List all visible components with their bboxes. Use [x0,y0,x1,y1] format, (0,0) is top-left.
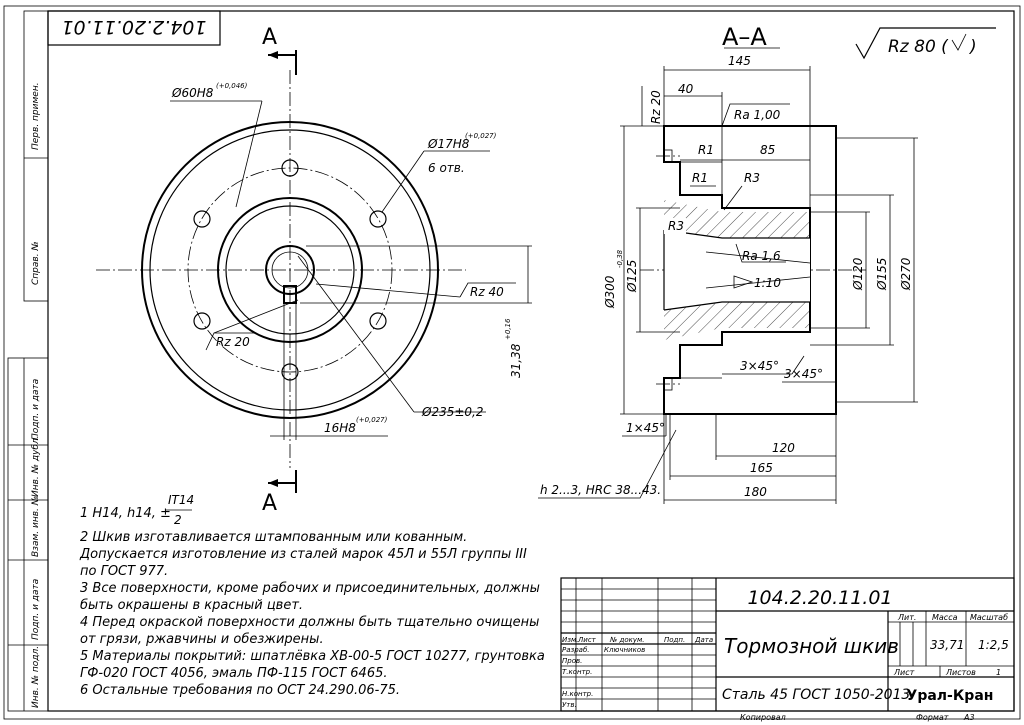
head-sign: Подп. [664,636,685,644]
note-line: быть окрашены в красный цвет. [80,598,303,613]
dim-r1a: R1 [698,143,714,157]
roughness-mark: Rz 80 ( [888,37,949,57]
side-label-sign-date-1: Подп. и дата [31,379,41,440]
note-1-numerator: IT14 [168,493,194,507]
part-name: Тормозной шкив [724,634,899,658]
dim-chamfer-1: 3×45° [740,359,779,373]
dim-r3b-label: R3 [668,219,684,233]
scale-label: Масштаб [970,613,1008,622]
note-1-prefix: 1 H14, h14, ± [80,506,171,521]
dim-d125: Ø125 [625,260,639,293]
dim-chamfer-2: 3×45° [784,367,823,381]
lit-label: Лит. [897,613,916,622]
role-nkontr: Н.контр. [562,690,593,698]
dim-l180: 180 [744,485,767,499]
note-line: 4 Перед окраской поверхности должны быть… [80,615,539,630]
note-line: по ГОСТ 977. [80,564,168,579]
note-line: ГФ-020 ГОСТ 4056, эмаль ПФ-115 ГОСТ 6465… [80,666,388,681]
dim-l165: 165 [750,461,773,475]
dim-d60-tol: (+0,046) [216,82,248,90]
company-name: Урал-Кран [907,688,994,704]
dim-key16: 16H8 [324,421,356,435]
note-1-denominator: 2 [174,513,182,527]
title-block-code: 104.2.20.11.01 [747,587,892,609]
copied-label: Копировал [740,713,786,722]
role-prov: Пров. [562,657,582,665]
note-line: Допускается изготовление из сталей марок… [79,547,527,562]
dim-rz40: Rz 40 [470,285,504,299]
section-letter-bottom: А [262,491,277,516]
side-label-repl-inv: Взам. инв. № [31,496,41,557]
head-izm: Изм. [562,636,578,644]
stamp-code: 104.2.20.11.01 [61,16,206,38]
role-tkontr: Т.контр. [562,668,592,676]
technical-notes: 1 H14, h14, ± IT14 2 2 Шкив изготавливае… [79,493,545,698]
dim-r3a: R3 [744,171,760,185]
dim-l85: 85 [760,143,775,157]
side-label-ref-no: Справ. № [31,241,41,285]
side-label-orig-inv: Инв. № подл. [31,646,41,708]
dim-holes-count: 6 отв. [428,161,465,175]
dim-ra100: Ra 1,00 [734,108,781,122]
hardness-note: h 2...3, HRC 38...43. [540,483,661,497]
note-line: 6 Остальные требования по ОСТ 24.290.06-… [80,683,400,698]
mass-label: Масса [932,613,958,622]
section-view: А–А Rz 80 ( ) 145 40 [538,23,996,504]
format-value: А3 [963,713,975,722]
sheets-label: Листов [945,668,976,677]
part-material: Сталь 45 ГОСТ 1050-2013 [722,687,910,703]
razrab-name: Ключников [604,646,645,654]
role-utv: Утв. [562,701,577,709]
dim-l145: 145 [728,54,751,68]
dim-r1b: R1 [692,171,708,185]
dim-taper: 1:10 [754,276,781,290]
front-view: А А Ø60H8 (+0,046) Ø17H8 (+0,027) 6 отв.… [96,25,532,516]
roughness-close-paren: ) [968,37,977,57]
dim-ra16: Ra 1,6 [742,249,781,263]
dim-d270: Ø270 [899,257,913,291]
dim-h3138: 31,38 [509,343,523,378]
dim-rz20: Rz 20 [216,335,250,349]
dim-d17: Ø17H8 [427,137,470,151]
dim-d120: Ø120 [851,257,865,291]
scale-value: 1:2,5 [978,638,1009,652]
side-label-sign-date-2: Подп. и дата [31,579,41,640]
side-strip: Перв. примен. Справ. № Подп. и дата Инв.… [7,10,49,712]
sheet-border [3,5,1021,720]
side-label-dup-inv: Инв. № дубл. [31,435,41,497]
head-doc: № докум. [609,636,645,644]
note-line: 5 Материалы покрытий: шпатлёвка ХВ-00-5 … [80,649,545,664]
note-line: 2 Шкив изготавливается штампованным или … [80,530,467,545]
dim-l120: 120 [772,441,795,455]
head-date: Дата [694,636,713,644]
dim-key16-tol: (+0,027) [356,416,388,424]
dim-l40: 40 [678,82,694,96]
dim-d235: Ø235±0,2 [421,405,484,419]
head-list: Лист [577,636,597,644]
note-line: от грязи, ржавчины и обезжирены. [80,632,324,647]
sheet-label: Лист [893,668,915,677]
role-razrab: Разраб. [562,646,590,654]
section-title: А–А [722,23,767,51]
title-block: 104.2.20.11.01 Тормозной шкив Сталь 45 Г… [560,577,1015,722]
sheets-value: 1 [996,668,1001,677]
dim-d300-tol: -0,38 [616,249,624,268]
upside-down-stamp: 104.2.20.11.01 [47,10,221,46]
note-line: 3 Все поверхности, кроме рабочих и присо… [80,581,540,596]
dim-rz20-section: Rz 20 [649,90,663,124]
dim-d17-tol: (+0,027) [465,132,497,140]
dim-d155: Ø155 [875,258,889,291]
dim-chamfer-3: 1×45° [626,421,665,435]
mass-value: 33,71 [930,638,964,652]
dim-h3138-tol: +0,16 [504,318,512,340]
format-label: Формат [916,713,949,722]
side-label-first-use: Перв. примен. [31,82,41,150]
section-letter-top: А [262,25,277,50]
dim-d300: Ø300 [603,275,617,309]
dim-d60: Ø60H8 [171,86,214,100]
